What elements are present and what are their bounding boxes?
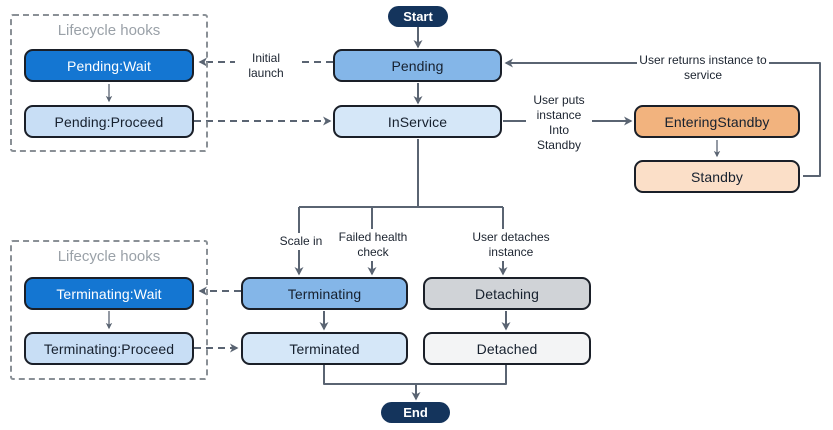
lifecycle-hooks-group-bottom: Lifecycle hooks [10,240,208,380]
state-detaching: Detaching [423,277,591,310]
state-terminated: Terminated [241,332,408,365]
lifecycle-hooks-group-top: Lifecycle hooks [10,14,208,152]
state-pending: Pending [333,49,502,82]
edge-label-scale-in: Scale in [272,233,330,250]
state-terminating: Terminating [241,277,408,310]
lifecycle-hooks-title: Lifecycle hooks [57,22,161,39]
state-inservice: InService [333,105,502,138]
lifecycle-hooks-title: Lifecycle hooks [57,248,161,265]
edge-label-user-detaches-instance: User detaches instance [464,229,558,261]
state-pending-wait: Pending:Wait [24,49,194,82]
state-start: Start [388,6,448,27]
state-end: End [381,402,450,423]
edge-merge-bar [323,365,507,385]
state-terminating-wait: Terminating:Wait [24,277,194,310]
edge-label-user-puts-instance-into-standby: User puts instance Into Standby [526,93,592,152]
state-enteringstandby: EnteringStandby [634,105,800,138]
state-standby: Standby [634,160,800,193]
edge-label-failed-health-check: Failed health check [333,229,413,261]
edge-label-user-returns-instance-to-service: User returns instance to service [637,52,769,84]
state-detached: Detached [423,332,591,365]
edge-label-initial-launch: Initial launch [235,50,297,82]
state-pending-proceed: Pending:Proceed [24,105,194,138]
state-terminating-proceed: Terminating:Proceed [24,332,194,365]
